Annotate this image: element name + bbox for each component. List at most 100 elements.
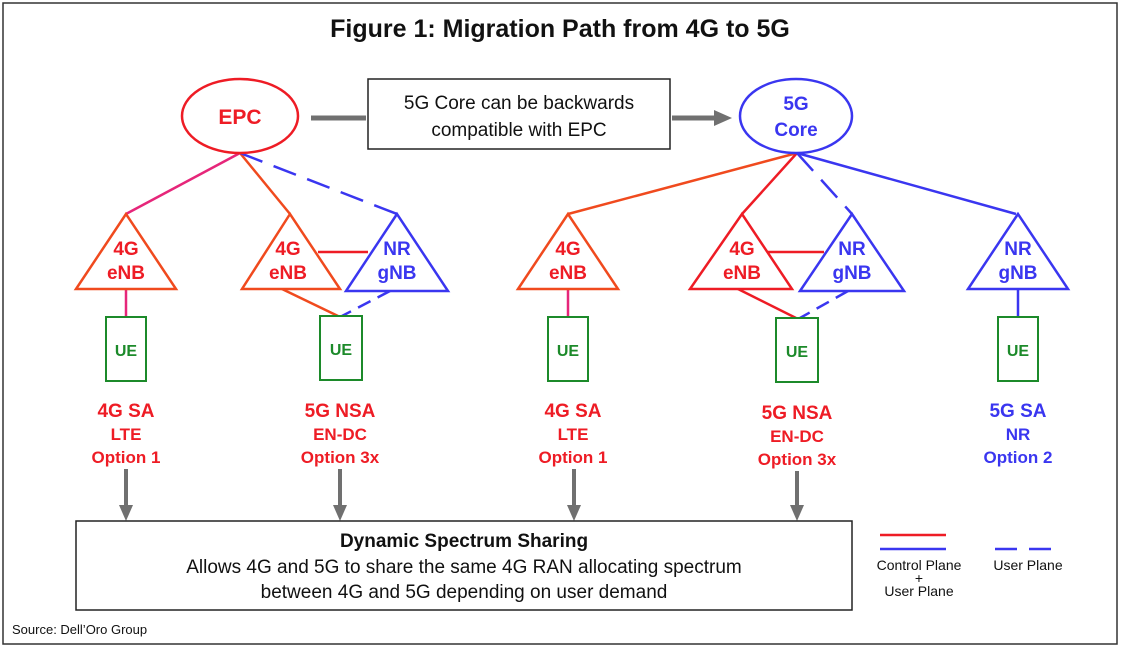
link-epc-enb2 bbox=[239, 152, 291, 215]
option-tech: LTE bbox=[558, 425, 589, 444]
dss-arrow-3-head bbox=[567, 505, 581, 521]
option-label-3: 4G SA LTE Option 1 bbox=[539, 401, 608, 467]
core-5g: 5G Core bbox=[738, 77, 854, 155]
enb-label-line2: eNB bbox=[723, 263, 761, 284]
gnb-triangle bbox=[797, 211, 907, 293]
option-tech: NR bbox=[1006, 425, 1031, 444]
core5g-ellipse bbox=[738, 77, 854, 155]
core-epc: EPC bbox=[180, 77, 300, 155]
enb-triangle bbox=[73, 211, 179, 291]
enb-label-line1: 4G bbox=[113, 239, 138, 260]
link-gnb1-ue2 bbox=[341, 289, 391, 318]
option-number: Option 1 bbox=[539, 448, 608, 467]
option-name: 5G NSA bbox=[305, 401, 376, 422]
compat-arrows bbox=[311, 110, 732, 126]
ue-label: UE bbox=[786, 344, 809, 361]
link-epc-enb1 bbox=[125, 151, 241, 216]
link-core-enb3 bbox=[567, 151, 798, 216]
enb-label-line1: 4G bbox=[729, 239, 754, 260]
ue-label: UE bbox=[1007, 343, 1030, 360]
dss-description-line1: Allows 4G and 5G to share the same 4G RA… bbox=[186, 557, 741, 578]
compat-arrow-right-head bbox=[714, 110, 732, 126]
gnb-node-3: NR gNB bbox=[965, 211, 1071, 291]
link-core-enb4 bbox=[741, 152, 798, 215]
ue-label: UE bbox=[330, 342, 353, 359]
epc-label: EPC bbox=[218, 106, 261, 129]
gnb-label-line2: gNB bbox=[998, 263, 1037, 284]
enb-label-line2: eNB bbox=[549, 263, 587, 284]
enb-node-1: 4G eNB bbox=[73, 211, 179, 291]
gnb-label-line1: NR bbox=[838, 239, 866, 260]
dss-arrow-1-head bbox=[119, 505, 133, 521]
link-gnb2-ue4 bbox=[799, 289, 849, 320]
option-number: Option 3x bbox=[758, 450, 837, 469]
dss-arrow-2-head bbox=[333, 505, 347, 521]
gnb-triangle bbox=[343, 211, 451, 293]
dss-box-frame bbox=[75, 520, 853, 611]
dss-description-line2: between 4G and 5G depending on user dema… bbox=[261, 582, 668, 603]
legend-control-plane-label: Control Plane bbox=[877, 557, 962, 573]
enb-node-3: 4G eNB bbox=[515, 211, 621, 291]
option-tech: LTE bbox=[111, 425, 142, 444]
link-core-gnb3 bbox=[796, 151, 1017, 216]
option-label-5: 5G SA NR Option 2 bbox=[984, 401, 1053, 467]
link-enb4-ue4 bbox=[737, 287, 797, 320]
compat-note: 5G Core can be backwards compatible with… bbox=[367, 78, 671, 150]
ue-label: UE bbox=[115, 343, 138, 360]
gnb-label-line2: gNB bbox=[377, 263, 416, 284]
epc-ellipse bbox=[180, 77, 300, 155]
gnb-node-2: NR gNB bbox=[797, 211, 907, 293]
ue-box bbox=[105, 316, 147, 382]
figure-title: Figure 1: Migration Path from 4G to 5G bbox=[330, 15, 790, 43]
ue-box bbox=[319, 315, 363, 381]
enb-node-4: 4G eNB bbox=[687, 211, 795, 291]
option-label-1: 4G SA LTE Option 1 bbox=[92, 401, 161, 467]
ue-device-2: UE bbox=[319, 315, 363, 381]
enb-triangle bbox=[687, 211, 795, 291]
option-tech: EN-DC bbox=[770, 427, 824, 446]
gnb-triangle bbox=[965, 211, 1071, 291]
enb-triangle bbox=[515, 211, 621, 291]
compat-note-box bbox=[367, 78, 671, 150]
enb-triangle bbox=[239, 211, 343, 291]
option-name: 5G NSA bbox=[762, 403, 833, 424]
gnb-label-line1: NR bbox=[1004, 239, 1032, 260]
dss-box: Dynamic Spectrum Sharing Allows 4G and 5… bbox=[75, 520, 853, 611]
option-label-2: 5G NSA EN-DC Option 3x bbox=[301, 401, 380, 467]
enb-node-2: 4G eNB bbox=[239, 211, 343, 291]
legend-user-plane-label: User Plane bbox=[993, 557, 1062, 573]
compat-note-line1: 5G Core can be backwards bbox=[404, 93, 634, 114]
compat-note-line2: compatible with EPC bbox=[431, 120, 606, 141]
option-name: 4G SA bbox=[544, 401, 601, 422]
enb-label-line2: eNB bbox=[107, 263, 145, 284]
ue-box bbox=[547, 316, 589, 382]
option-name: 4G SA bbox=[97, 401, 154, 422]
enb-label-line2: eNB bbox=[269, 263, 307, 284]
gnb-label-line2: gNB bbox=[832, 263, 871, 284]
dss-title: Dynamic Spectrum Sharing bbox=[340, 531, 588, 552]
ue-device-4: UE bbox=[775, 317, 819, 383]
option-number: Option 2 bbox=[984, 448, 1053, 467]
option-number: Option 1 bbox=[92, 448, 161, 467]
legend: Control Plane + User Plane User Plane bbox=[877, 533, 1063, 599]
dss-arrow-4-head bbox=[790, 505, 804, 521]
enb-label-line1: 4G bbox=[275, 239, 300, 260]
option-number: Option 3x bbox=[301, 448, 380, 467]
gnb-label-line1: NR bbox=[383, 239, 411, 260]
link-epc-gnb1 bbox=[239, 151, 398, 216]
option-name: 5G SA bbox=[989, 401, 1046, 422]
option-label-4: 5G NSA EN-DC Option 3x bbox=[758, 403, 837, 469]
core5g-label-line2: Core bbox=[774, 120, 817, 141]
link-core-gnb2 bbox=[796, 152, 853, 215]
ue-device-3: UE bbox=[547, 316, 589, 382]
gnb-node-1: NR gNB bbox=[343, 211, 451, 293]
ue-device-5: UE bbox=[997, 316, 1039, 382]
ue-label: UE bbox=[557, 343, 580, 360]
enb-label-line1: 4G bbox=[555, 239, 580, 260]
connections bbox=[124, 151, 1020, 320]
option-tech: EN-DC bbox=[313, 425, 367, 444]
legend-user-plane-sub-label: User Plane bbox=[884, 583, 953, 599]
dss-arrows bbox=[119, 469, 804, 521]
link-enb2-ue2 bbox=[281, 287, 339, 318]
